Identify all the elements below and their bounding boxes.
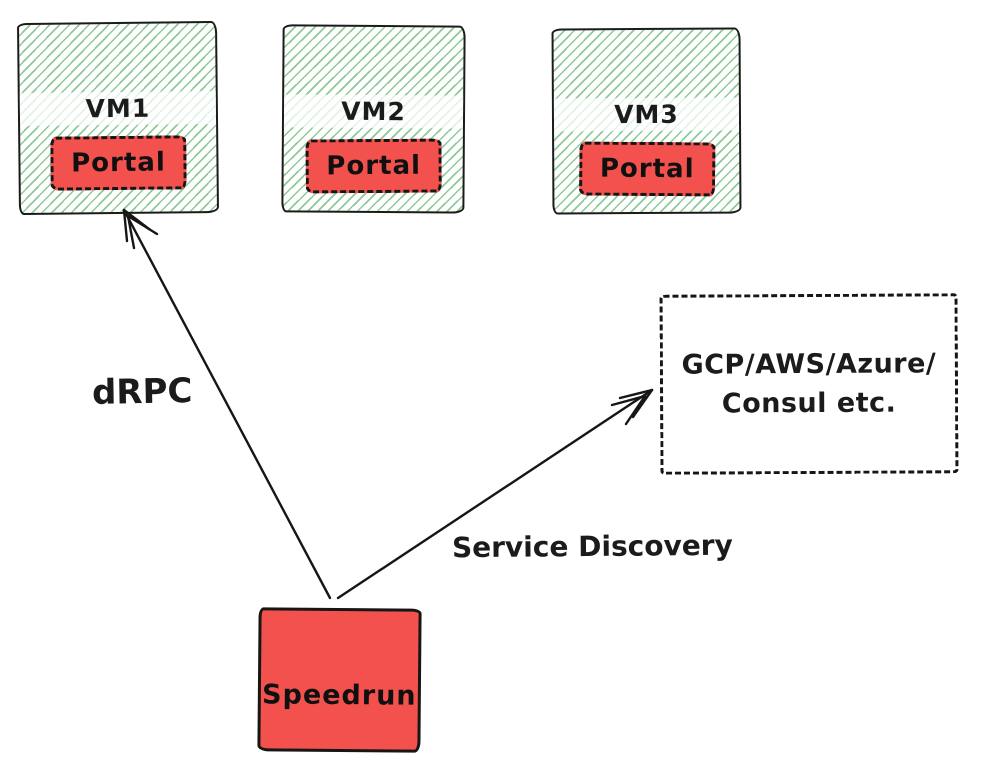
vm1-portal-label: Portal: [70, 147, 166, 179]
vm3-label: VM3: [553, 97, 740, 132]
service-discovery-arrow: [336, 388, 654, 600]
service-registry-box: GCP/AWS/Azure/ Consul etc.: [659, 293, 959, 475]
vm2-portal-box: Portal: [304, 138, 442, 194]
vm3-portal-box: Portal: [578, 141, 715, 197]
vm2-label: VM2: [283, 94, 464, 129]
vm3-box: VM3 Portal: [551, 27, 742, 215]
vm1-portal-box: Portal: [50, 135, 187, 191]
service-discovery-arrow-label: Service Discovery: [451, 528, 733, 565]
vm2-box: VM2 Portal: [281, 24, 466, 214]
vm1-box: VM1 Portal: [17, 20, 219, 216]
drpc-arrow-label: dRPC: [91, 371, 193, 413]
service-registry-line1: GCP/AWS/Azure/: [681, 348, 937, 381]
vm1-label: VM1: [19, 90, 217, 127]
service-registry-line2: Consul etc.: [721, 387, 897, 420]
speedrun-box: Speedrun: [257, 607, 422, 753]
speedrun-label: Speedrun: [261, 679, 417, 712]
vm2-portal-label: Portal: [325, 150, 421, 182]
vm3-portal-label: Portal: [599, 153, 695, 185]
